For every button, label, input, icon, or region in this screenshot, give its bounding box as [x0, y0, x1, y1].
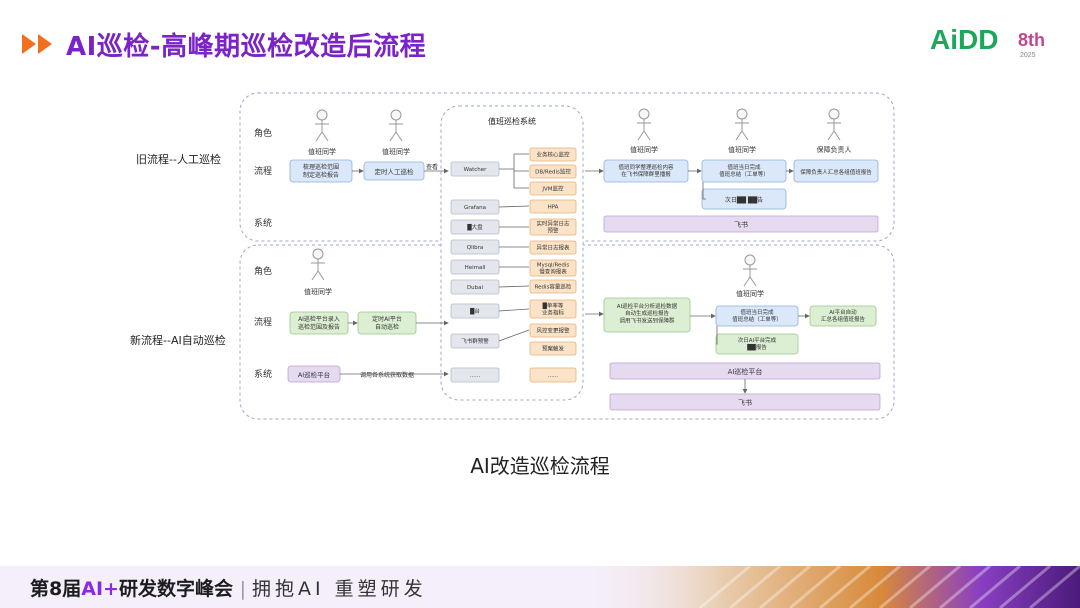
center-right-box-label: Redis容量巡检 — [535, 283, 572, 291]
center-right-box-label: JVM监控 — [541, 185, 564, 193]
svg-text:值班同学: 值班同学 — [304, 287, 332, 296]
center-right-box — [529, 147, 577, 162]
page-title: AI巡检-高峰期巡检改造后流程 — [66, 32, 427, 62]
diagram-canvas: 旧流程--人工巡检 新流程--AI自动巡检 角色 流程 系统 角色 流程 系统 … — [128, 88, 896, 422]
footer-prefix: 第8届 — [30, 578, 82, 600]
center-right-box — [529, 259, 577, 277]
center-left-box-label: Watcher — [464, 167, 488, 173]
old-right-box2 — [701, 159, 787, 183]
center-right-box — [529, 341, 577, 356]
old-right-actor2: 值班同学 — [728, 145, 756, 154]
center-right-box — [529, 323, 577, 338]
center-left-box — [450, 367, 500, 383]
old-right-box4 — [701, 188, 787, 210]
old-right-actor3: 保障负责人 — [817, 145, 852, 154]
new-right-box3 — [809, 305, 877, 327]
actor-icon — [636, 108, 652, 141]
center-right-box-label: █单率等业务指标 — [542, 302, 565, 317]
diagram-caption: AI改造巡检流程 — [470, 454, 610, 478]
center-right-box-label: 预案触发 — [542, 345, 565, 353]
old-actor2: 值班同学 — [382, 147, 410, 156]
center-right-box-label: 实时异常日志预警 — [536, 220, 570, 235]
actor-icon — [388, 109, 404, 142]
center-right-box-label: DB/Redis监控 — [535, 168, 571, 176]
svg-text:AI平台自动汇总各组值班报告: AI平台自动汇总各组值班报告 — [821, 308, 866, 323]
center-left-box-label: █台 — [469, 307, 480, 315]
center-right-box — [529, 240, 577, 255]
old-view-text: 查看 — [426, 163, 438, 171]
row-label-flow-old: 流程 — [254, 165, 272, 177]
center-left-box-label: Dubai — [467, 285, 484, 291]
svg-text:值班当日完成值班总结（工单等）: 值班当日完成值班总结（工单等） — [732, 308, 782, 323]
svg-text:飞书: 飞书 — [734, 220, 748, 229]
footer-slogan: 拥抱AI 重塑研发 — [252, 578, 427, 600]
svg-text:定时AI平台自动巡检: 定时AI平台自动巡检 — [372, 315, 402, 331]
row-label-system-new: 系统 — [254, 368, 272, 380]
actor-icon — [734, 108, 750, 141]
center-right-box — [529, 367, 577, 383]
svg-text:值班当日完成值班总结（工单等）: 值班当日完成值班总结（工单等） — [719, 163, 769, 178]
new-right-box1 — [603, 297, 691, 333]
double-arrow-icon — [22, 34, 52, 54]
logo-badge: 8th — [1018, 30, 1045, 50]
old-flow-region — [239, 92, 895, 242]
center-right-box-label: 风控变更报警 — [536, 327, 570, 335]
center-left-box-label: Qlibra — [467, 245, 484, 251]
svg-text:AI巡检平台: AI巡检平台 — [728, 367, 763, 376]
footer-suffix: 研发数字峰会 — [118, 578, 233, 600]
footer-decoration — [580, 566, 1080, 608]
old-right-box1 — [603, 159, 689, 183]
svg-text:飞书: 飞书 — [738, 398, 752, 407]
svg-text:保障负责人汇总各组值班报告: 保障负责人汇总各组值班报告 — [800, 168, 872, 176]
center-right-box-label: ...... — [548, 373, 559, 379]
svg-text:次日AI平台完成██报告: 次日AI平台完成██报告 — [738, 336, 777, 351]
old-actor1: 值班同学 — [308, 147, 336, 156]
svg-text:次日██ ██告: 次日██ ██告 — [725, 196, 763, 204]
center-right-box — [529, 279, 577, 294]
center-right-box-label: 异常日志报表 — [536, 244, 570, 252]
old-right-box3 — [793, 159, 879, 183]
center-right-box — [529, 299, 577, 319]
center-right-box — [529, 218, 577, 236]
svg-text:值班同学整理巡检内容在飞书保障群里播报: 值班同学整理巡检内容在飞书保障群里播报 — [618, 163, 674, 178]
center-right-box — [529, 199, 577, 214]
footer-ai: AI+ — [81, 578, 119, 600]
svg-text:AI巡检平台录入巡检范围及报告: AI巡检平台录入巡检范围及报告 — [298, 315, 340, 331]
old-box1-text: 梳理巡检范围制定巡检报告 — [303, 163, 339, 179]
svg-text:调用各系统获取数据: 调用各系统获取数据 — [360, 371, 414, 379]
svg-text:值班同学: 值班同学 — [736, 289, 764, 298]
footer-title: 第8届AI+研发数字峰会 | 拥抱AI 重塑研发 — [30, 578, 427, 600]
actor-icon — [742, 254, 758, 287]
center-title: 值班巡检系统 — [488, 116, 536, 126]
row-label-role-new: 角色 — [254, 265, 272, 277]
svg-text:AI巡检平台分析巡检数据自动生成巡检报告调用飞书发送到保障群: AI巡检平台分析巡检数据自动生成巡检报告调用飞书发送到保障群 — [617, 302, 678, 324]
row-label-system-old: 系统 — [254, 217, 272, 229]
center-right-box-label: HPA — [548, 205, 559, 211]
center-left-box-label: ...... — [470, 373, 481, 379]
center-left-box-label: 飞书群预警 — [461, 337, 489, 345]
center-left-box-label: █大盘 — [466, 223, 483, 231]
old-box2-text: 定时人工巡检 — [375, 167, 415, 176]
old-system-bar — [603, 215, 879, 233]
aidd-logo: AiDD 8th 2025 — [930, 20, 1050, 60]
center-right-box-label: 业务核心监控 — [536, 151, 570, 159]
actor-icon — [310, 248, 326, 281]
logo-year: 2025 — [1020, 52, 1036, 59]
actor-icon — [826, 108, 842, 141]
svg-text:AI巡检平台: AI巡检平台 — [298, 370, 330, 379]
center-left-box-label: Heimall — [465, 265, 486, 271]
old-right-actor1: 值班同学 — [630, 145, 658, 154]
center-left-box-label: Grafana — [464, 205, 486, 211]
logo-wordmark: AiDD — [930, 24, 998, 55]
old-flow-label: 旧流程--人工巡检 — [136, 152, 221, 166]
new-system-bar2 — [609, 393, 881, 411]
row-label-role-old: 角色 — [254, 127, 272, 139]
row-label-flow-new: 流程 — [254, 316, 272, 328]
center-right-box — [529, 181, 577, 196]
center-right-box — [529, 164, 577, 179]
actor-icon — [314, 109, 330, 142]
new-flow-label: 新流程--AI自动巡检 — [130, 333, 226, 347]
